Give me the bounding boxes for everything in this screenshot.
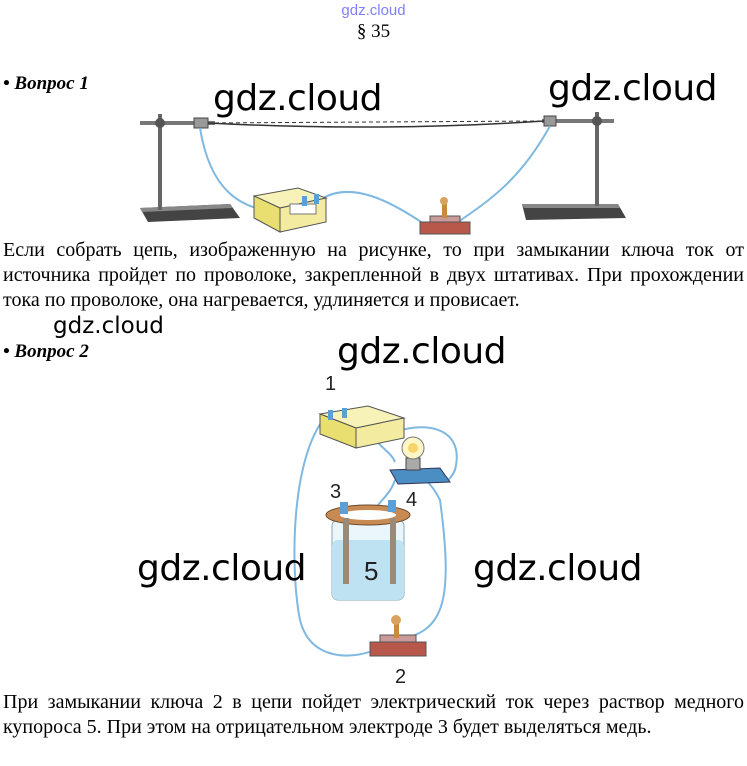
switch-key — [369, 615, 427, 657]
heated-wire — [207, 120, 545, 128]
label-lamp: 4 — [406, 489, 417, 511]
figure-1-wire-heating — [140, 112, 626, 235]
watermark: gdz.cloud — [548, 68, 718, 109]
figure-2-electrolysis: 1 2 3 4 5 — [293, 373, 458, 688]
switch-key — [419, 197, 471, 235]
watermark: gdz.cloud — [473, 548, 643, 589]
watermark: gdz.cloud — [137, 548, 307, 589]
question-2-heading: • Вопрос 2 — [3, 341, 89, 362]
watermark: gdz.cloud — [337, 331, 507, 372]
question-2-answer: При замыкании ключа 2 в цепи пойдет элек… — [3, 691, 744, 738]
lamp — [389, 436, 451, 485]
power-source — [318, 405, 406, 449]
question-1-answer: Если собрать цепь, изображенную на рисун… — [3, 239, 744, 311]
question-1-heading: • Вопрос 1 — [3, 73, 89, 94]
section-title: § 35 — [356, 21, 391, 42]
left-stand — [140, 114, 240, 222]
label-solution: 5 — [364, 556, 378, 586]
label-key: 2 — [395, 666, 406, 688]
power-source — [252, 187, 328, 233]
header-watermark: gdz.cloud — [341, 2, 406, 19]
label-source: 1 — [325, 373, 336, 395]
label-electrode: 3 — [330, 481, 341, 503]
watermark: gdz.cloud — [53, 313, 164, 339]
watermark: gdz.cloud — [213, 78, 383, 119]
electrolysis-vessel — [325, 500, 411, 601]
right-stand — [522, 112, 626, 220]
